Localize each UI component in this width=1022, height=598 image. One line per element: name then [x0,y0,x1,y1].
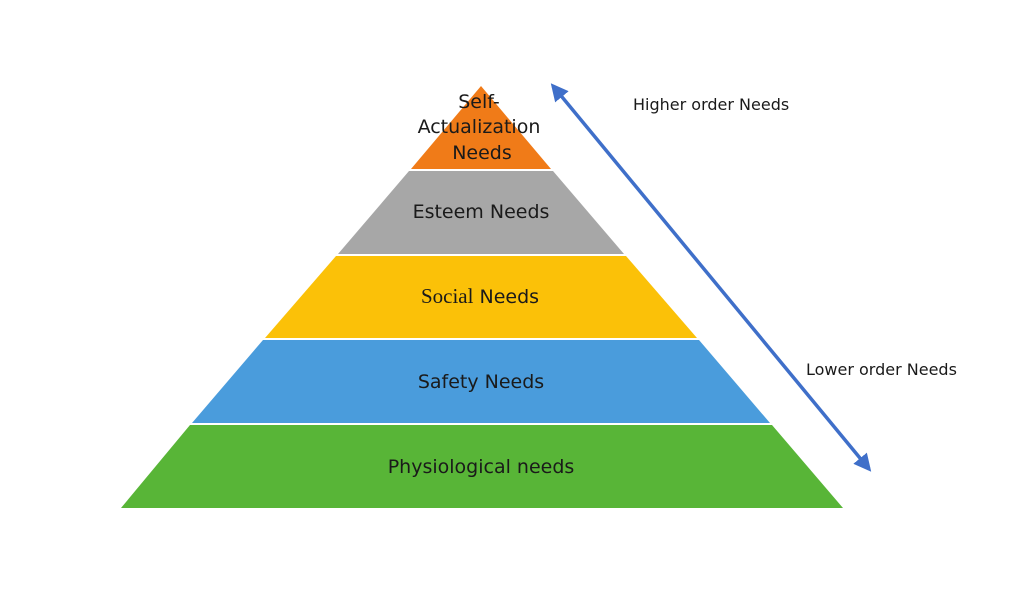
physiological-label: Physiological needs [388,456,575,478]
double-arrow [550,83,872,472]
esteem-label: Esteem Needs [413,201,550,223]
self-actualization-label: Self- Actualization Needs [418,91,547,164]
social-label-sans-part: Needs [479,286,539,308]
tier-self-actualization [411,86,551,169]
higher-order-label: Higher order Needs [633,95,789,114]
self-actualization-line-2: Actualization [418,116,541,138]
pyramid-labels: Self- Actualization Needs Esteem Needs S… [388,91,575,478]
social-label: Social Needs [421,284,539,308]
self-actualization-line-3: Needs [452,142,512,164]
social-label-serif-part: Social [421,284,474,308]
lower-order-label: Lower order Needs [806,360,957,379]
safety-label: Safety Needs [418,371,544,393]
self-actualization-line-1: Self- [458,91,500,113]
